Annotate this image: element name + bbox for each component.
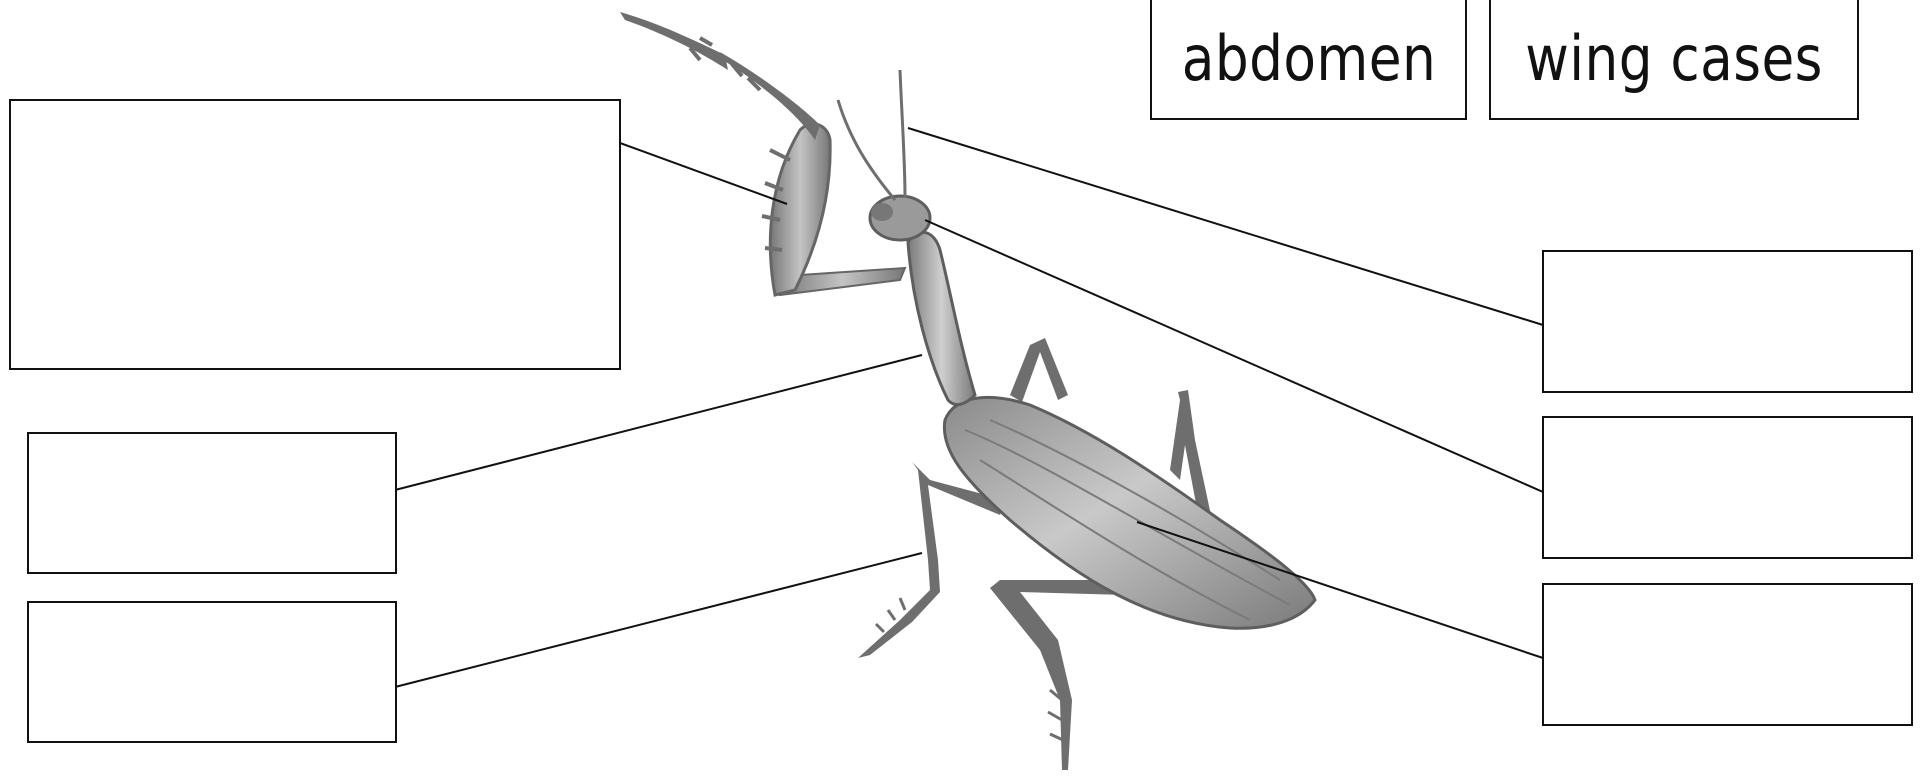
leader-line-top-right (908, 128, 1543, 325)
rear-leg-left (1010, 338, 1068, 402)
label-box-top-left[interactable] (9, 99, 621, 370)
leader-line-bottom-left (395, 553, 922, 687)
label-box-middle-right[interactable] (1542, 416, 1913, 559)
word-abdomen: abdomen (1181, 22, 1436, 95)
label-box-top-right[interactable] (1542, 250, 1913, 393)
leader-line-middle-left (395, 355, 922, 490)
word-bank-wing-cases: wing cases (1489, 0, 1859, 120)
word-bank-abdomen: abdomen (1150, 0, 1467, 120)
rear-lower-leg (990, 580, 1125, 770)
antenna-front (838, 100, 895, 200)
thorax-shape (908, 232, 975, 404)
label-box-bottom-right[interactable] (1542, 583, 1913, 726)
raptorial-leg-femur (770, 124, 830, 295)
label-box-middle-left[interactable] (27, 432, 397, 574)
antenna-back (900, 70, 905, 198)
word-wing-cases: wing cases (1525, 22, 1823, 95)
eye-shape (871, 203, 893, 221)
raptorial-leg-claw (620, 12, 728, 70)
leader-line-top-left (620, 143, 787, 204)
mantis-illustration (620, 12, 1315, 770)
label-box-bottom-left[interactable] (27, 601, 397, 743)
